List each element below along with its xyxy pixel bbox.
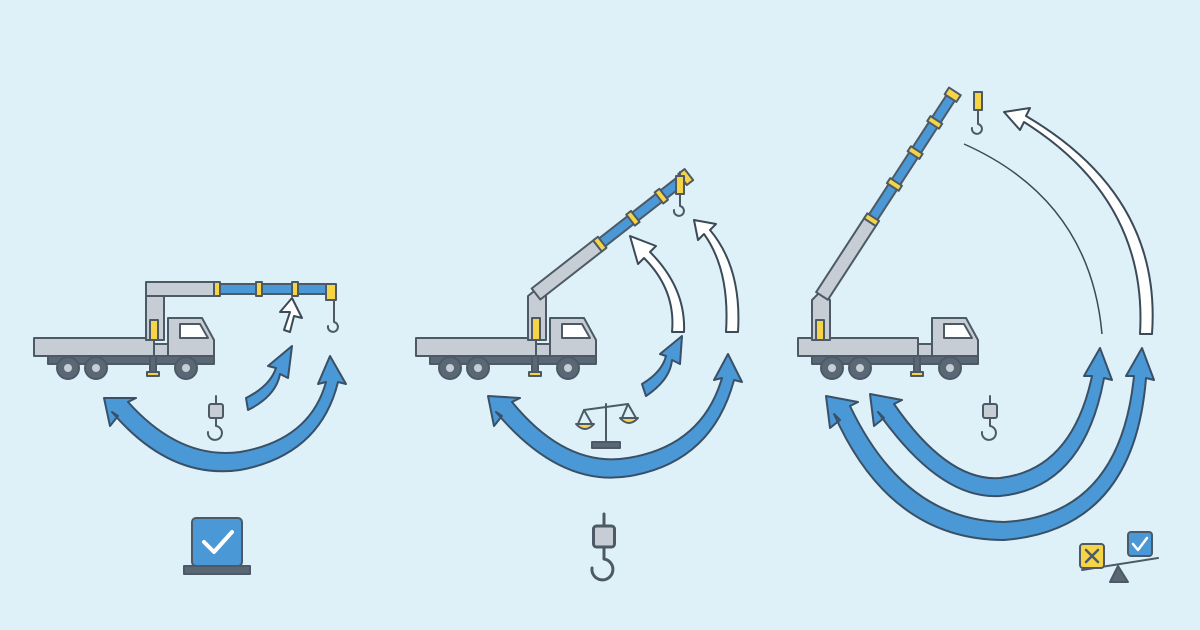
crane-hook-icon (206, 395, 224, 441)
blue-arc-arrow-large (487, 353, 743, 479)
white-arc-arrow-outer (693, 219, 740, 333)
scene-retracted-boom (33, 281, 347, 575)
blue-arc-arrow-large (103, 355, 347, 473)
balance-scale-icon (575, 403, 639, 449)
thin-arc-line (963, 143, 1103, 335)
checkmark-icon (1127, 531, 1153, 557)
white-arc-arrow-large (1003, 107, 1154, 335)
blue-arc-arrow-small (641, 335, 683, 397)
crane-hook-icon (590, 512, 616, 582)
blue-arc-arrow-outer (825, 347, 1155, 541)
blue-arc-arrow-small (245, 345, 293, 411)
checkmark-box-icon (183, 517, 251, 575)
white-arrow-small (279, 297, 303, 333)
x-mark-icon (1079, 543, 1105, 569)
scene-extended-boom (797, 86, 1159, 583)
scene-raised-boom (415, 168, 743, 582)
crane-raised (415, 168, 695, 380)
crane-hook-icon (980, 395, 998, 441)
blue-arc-arrow-inner (869, 347, 1113, 498)
white-arc-arrow-inner (629, 235, 686, 333)
crane-retracted (33, 281, 339, 380)
crane-extended (797, 86, 983, 380)
x-and-check-seesaw-icon (1079, 531, 1159, 583)
